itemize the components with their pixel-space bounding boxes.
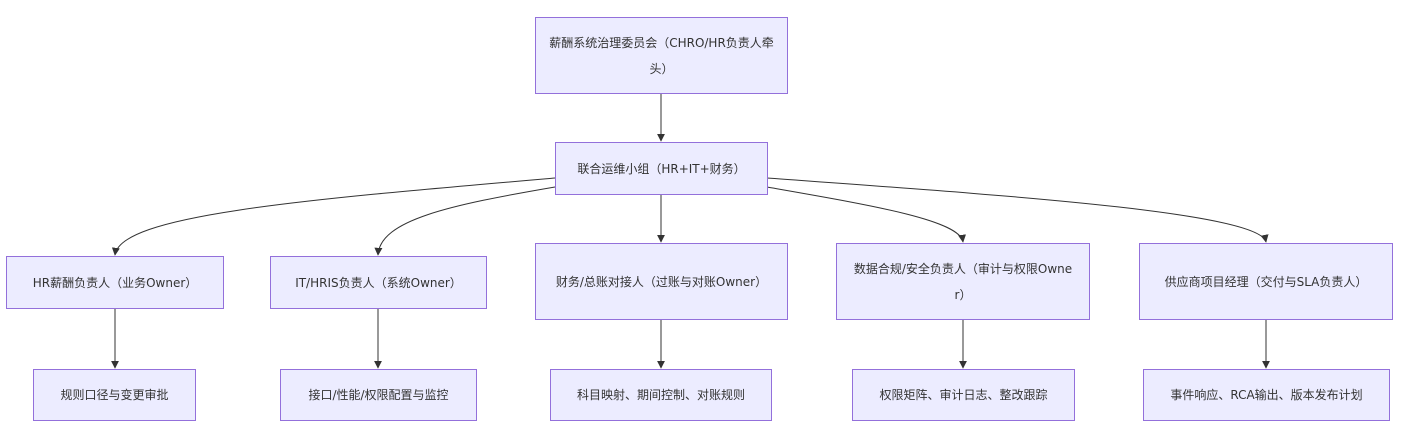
node-it-hris-owner: IT/HRIS负责人（系统Owner） (270, 256, 487, 309)
node-governance-committee-label: 薪酬系统治理委员会（CHRO/HR负责人牵头） (549, 35, 774, 76)
node-vendor-pm-label: 供应商项目经理（交付与SLA负责人） (1164, 274, 1368, 289)
edge-joint-hr (111, 177, 556, 256)
node-hr-payroll-owner-label: HR薪酬负责人（业务Owner） (32, 275, 198, 290)
node-it-task-label: 接口/性能/权限配置与监控 (308, 388, 449, 402)
node-finance-owner: 财务/总账对接人（过账与对账Owner） (535, 243, 788, 320)
node-compliance-task-label: 权限矩阵、审计日志、整改跟踪 (879, 388, 1048, 402)
node-it-task: 接口/性能/权限配置与监控 (280, 369, 477, 421)
node-hr-task-label: 规则口径与变更审批 (60, 388, 169, 402)
node-compliance-owner: 数据合规/安全负责人（审计与权限Owner） (836, 243, 1090, 320)
node-hr-task: 规则口径与变更审批 (33, 369, 196, 421)
node-hr-payroll-owner: HR薪酬负责人（业务Owner） (6, 256, 224, 309)
node-it-hris-owner-label: IT/HRIS负责人（系统Owner） (295, 275, 462, 290)
node-joint-ops-team: 联合运维小组（HR+IT+财务） (555, 142, 768, 195)
node-vendor-task: 事件响应、RCA输出、版本发布计划 (1143, 369, 1390, 421)
node-compliance-task: 权限矩阵、审计日志、整改跟踪 (852, 369, 1075, 421)
edge-joint-compliance (766, 186, 966, 243)
node-finance-owner-label: 财务/总账对接人（过账与对账Owner） (555, 274, 768, 289)
node-governance-committee: 薪酬系统治理委员会（CHRO/HR负责人牵头） (535, 17, 788, 94)
node-compliance-owner-label: 数据合规/安全负责人（审计与权限Owner） (853, 261, 1073, 302)
node-finance-task: 科目映射、期间控制、对账规则 (550, 369, 772, 421)
node-finance-task-label: 科目映射、期间控制、对账规则 (576, 388, 745, 402)
node-vendor-task-label: 事件响应、RCA输出、版本发布计划 (1170, 388, 1363, 402)
edge-joint-it (374, 186, 556, 256)
node-joint-ops-team-label: 联合运维小组（HR+IT+财务） (577, 161, 746, 176)
edge-joint-vendor (766, 177, 1269, 243)
node-vendor-pm: 供应商项目经理（交付与SLA负责人） (1139, 243, 1393, 320)
